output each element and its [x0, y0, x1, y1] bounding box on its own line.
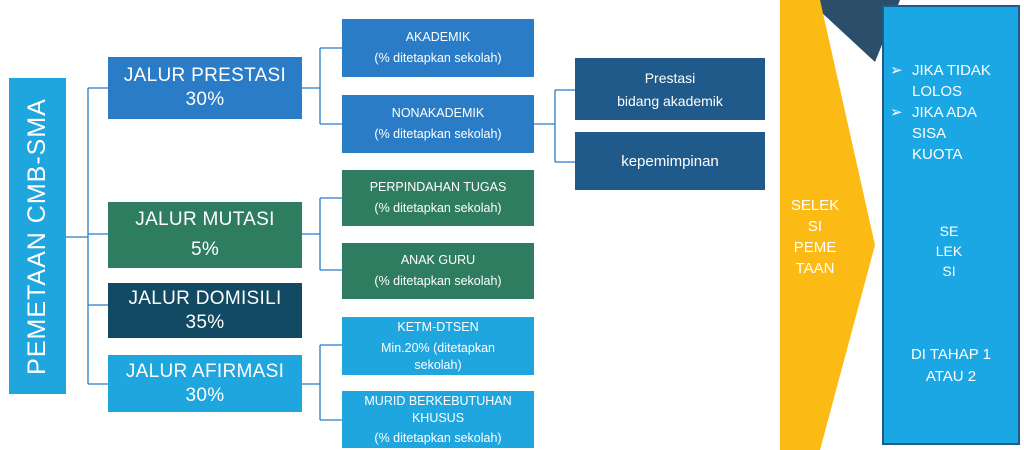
corner-decoration: [808, 0, 900, 62]
sub-anak-guru: ANAK GURU (% ditetapkan sekolah): [342, 243, 534, 299]
sub-murid-berkebutuhan-khusus: MURID BERKEBUTUHAN KHUSUS (% ditetapkan …: [342, 391, 534, 448]
right-panel-footer: DI TAHAP 1 ATAU 2: [910, 346, 992, 385]
bullet-item: ➢ JIKA ADA SISA KUOTA: [890, 104, 978, 163]
jalur-afirmasi: JALUR AFIRMASI 30%: [108, 355, 302, 412]
right-panel: [882, 5, 1020, 445]
sub-ketm-dtsen: KETM-DTSEN Min.20% (ditetapkan sekolah): [342, 317, 534, 375]
jalur-mutasi: JALUR MUTASI 5%: [108, 202, 302, 268]
sub-nonakademik: NONAKADEMIK (% ditetapkan sekolah): [342, 95, 534, 153]
down-arrow-label: SE LEK SI: [935, 223, 963, 279]
bullet-arrow-icon: ➢: [890, 62, 903, 79]
jalur-prestasi: JALUR PRESTASI 30%: [108, 57, 302, 119]
root-box: PEMETAAN CMB-SMA: [9, 78, 66, 394]
child-prestasi-bidang-akademik: Prestasi bidang akademik: [575, 58, 765, 120]
sub-perpindahan-tugas: PERPINDAHAN TUGAS (% ditetapkan sekolah): [342, 170, 534, 226]
right-panel-bullets: ➢ JIKA TIDAK LOLOS ➢ JIKA ADA SISA KUOTA: [890, 60, 1020, 165]
child-kepemimpinan: kepemimpinan: [575, 132, 765, 190]
seleksi-arrow-shape: [780, 0, 875, 450]
bullet-item: ➢ JIKA TIDAK LOLOS: [890, 62, 991, 100]
root-label: PEMETAAN CMB-SMA: [23, 97, 52, 375]
seleksi-pemetaan-label: SELEK SI PEME TAAN: [790, 197, 840, 277]
jalur-domisili: JALUR DOMISILI 35%: [108, 283, 302, 338]
sub-akademik: AKADEMIK (% ditetapkan sekolah): [342, 19, 534, 77]
bullet-arrow-icon: ➢: [890, 104, 903, 121]
